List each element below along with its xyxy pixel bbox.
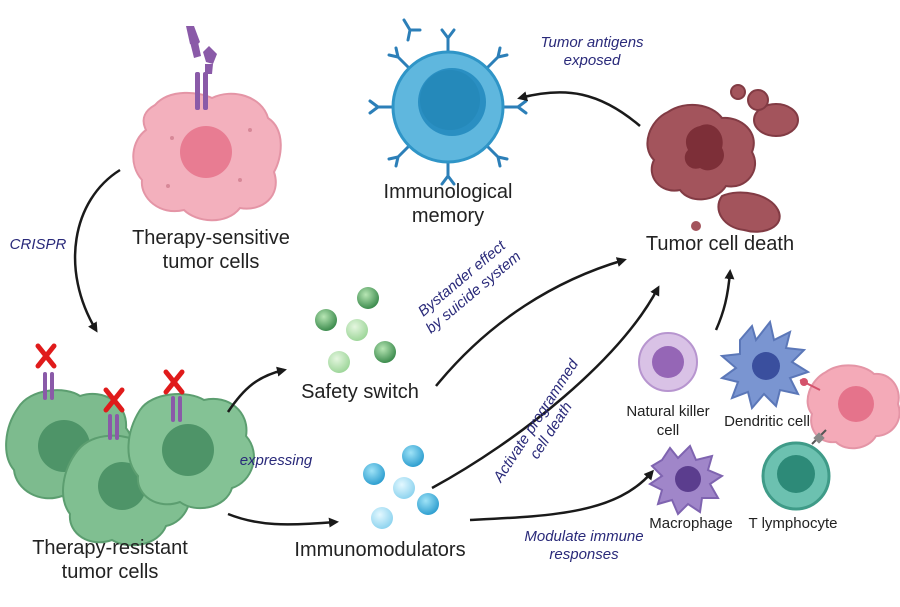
arrow-crispr xyxy=(73,168,121,333)
t-lymphocyte xyxy=(761,441,831,511)
label-immunomodulators: Immunomodulators xyxy=(294,539,466,561)
memory-cell xyxy=(368,18,528,186)
edge-label-expressing: expressing xyxy=(239,452,313,469)
label-tumor-cell-death: Tumor cell death xyxy=(645,233,795,255)
safety-switch-molecules xyxy=(315,287,396,373)
edge-label-modulate: Modulate immune responses xyxy=(524,528,644,563)
label-sensitive-cells: Therapy-sensitive tumor cells xyxy=(132,227,290,273)
label-macrophage: Macrophage xyxy=(649,515,733,532)
edge-label-crispr: CRISPR xyxy=(9,236,67,253)
knocked-out-receptors xyxy=(35,343,185,440)
label-natural-killer-cell: Natural killer cell xyxy=(626,403,710,439)
arrow-immune-to-death xyxy=(714,269,735,331)
dendritic-cell xyxy=(719,319,811,411)
label-immunological-memory: Immunological memory xyxy=(383,181,513,227)
immunomodulator-molecules xyxy=(363,445,439,529)
arrow-programmed xyxy=(431,285,660,490)
arrow-to-immuno xyxy=(227,512,339,528)
dead-tumor-cell xyxy=(646,84,799,233)
natural-killer-cell xyxy=(638,332,698,392)
sensitive-tumor-cell xyxy=(132,91,282,222)
label-t-lymphocyte: T lymphocyte xyxy=(748,515,838,532)
arrows xyxy=(73,91,735,528)
edge-label-antigens: Tumor antigens exposed xyxy=(540,34,644,69)
resistant-tumor-cells xyxy=(5,389,255,547)
arrow-to-safety xyxy=(226,366,287,413)
macrophage xyxy=(648,444,725,516)
arrow-bystander xyxy=(435,257,627,387)
cell-receptor xyxy=(186,26,217,110)
label-dendritic-cell: Dendritic cell xyxy=(724,413,810,430)
arrow-modulate xyxy=(469,469,654,522)
cell-contacts xyxy=(799,378,827,445)
arrow-antigens xyxy=(517,91,641,127)
label-resistant-cells: Therapy-resistant tumor cells xyxy=(32,537,188,583)
target-tumor-cell xyxy=(806,364,900,450)
label-safety-switch: Safety switch xyxy=(301,381,419,403)
